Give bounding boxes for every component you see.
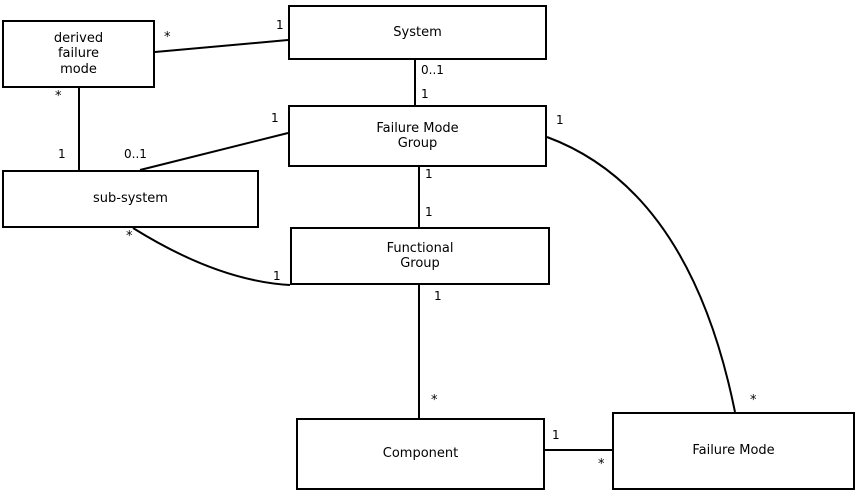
multiplicity-sub-system-functional-group: * <box>126 229 133 244</box>
class-box-component[interactable]: Component <box>296 418 545 490</box>
multiplicity-component-functional-group: * <box>431 393 438 408</box>
class-box-failure-mode-group[interactable]: Failure Mode Group <box>288 105 547 167</box>
multiplicity-system-derived-failure-mode: 1 <box>276 18 284 32</box>
multiplicity-functional-group-sub-system: 1 <box>273 269 281 283</box>
multiplicity-failure-mode-failure-mode-group: * <box>750 393 757 408</box>
multiplicity-functional-group-failure-mode-group: 1 <box>425 205 433 219</box>
class-label-system: System <box>393 24 442 40</box>
multiplicity-failure-mode-group-functional-group: 1 <box>425 167 433 181</box>
multiplicity-failure-mode-group-sub-system: 1 <box>271 111 279 125</box>
class-label-failure-mode-group: Failure Mode Group <box>376 120 459 151</box>
class-box-sub-system[interactable]: sub-system <box>2 170 259 228</box>
class-label-component: Component <box>382 446 459 462</box>
multiplicity-failure-mode-group-system: 1 <box>421 87 429 101</box>
multiplicity-failure-mode-group-failure-mode: 1 <box>556 113 564 127</box>
class-label-sub-system: sub-system <box>93 191 168 207</box>
edge-sub-system-functional-group <box>132 227 291 286</box>
class-label-failure-mode: Failure Mode <box>692 443 775 459</box>
class-label-derived-failure-mode: derived failure mode <box>53 31 104 77</box>
multiplicity-derived-failure-mode-sub-system: * <box>55 89 62 104</box>
edge-failure-mode-group-failure-mode <box>546 136 736 413</box>
class-box-failure-mode[interactable]: Failure Mode <box>612 412 855 490</box>
multiplicity-sub-system-derived-failure-mode: 1 <box>58 147 66 161</box>
class-label-functional-group: Functional Group <box>386 240 454 271</box>
multiplicity-derived-failure-mode-system: * <box>164 30 171 45</box>
multiplicity-system-failure-mode-group: 0..1 <box>421 63 444 77</box>
multiplicity-failure-mode-component: * <box>598 457 605 472</box>
class-box-system[interactable]: System <box>288 5 547 60</box>
multiplicity-component-failure-mode: 1 <box>552 428 560 442</box>
edge-derived-failure-mode-system <box>154 39 289 53</box>
class-box-functional-group[interactable]: Functional Group <box>290 227 550 285</box>
multiplicity-sub-system-failure-mode-group: 0..1 <box>124 147 147 161</box>
class-box-derived-failure-mode[interactable]: derived failure mode <box>2 20 155 88</box>
multiplicity-functional-group-component: 1 <box>434 289 442 303</box>
edge-failure-mode-group-sub-system <box>139 132 289 171</box>
